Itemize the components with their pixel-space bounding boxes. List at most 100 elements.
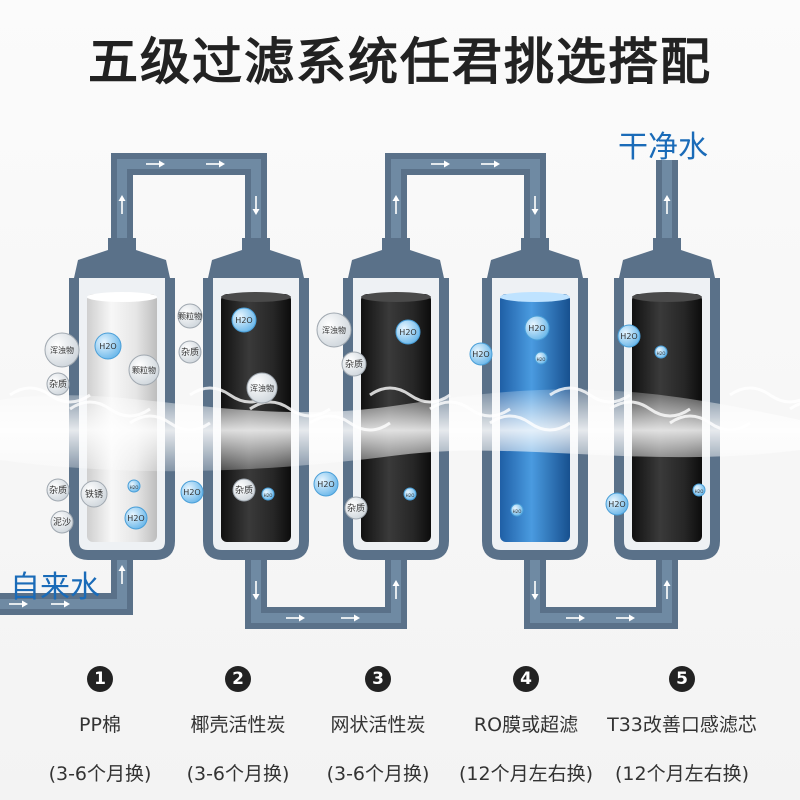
water-splash [69, 400, 151, 418]
flow-arrow-icon [9, 600, 28, 608]
water-splash [789, 402, 800, 411]
bubble-label: 杂质 [181, 346, 199, 358]
flow-arrow-icon [481, 160, 500, 168]
bubble-label: 浑浊物 [322, 325, 346, 335]
impurity-bubble: 杂质 [46, 478, 70, 502]
stage-name: 椰壳活性炭 [190, 714, 286, 736]
flow-arrow-icon [252, 196, 260, 215]
stage-name: RO膜或超滤 [473, 714, 579, 736]
water-splash [669, 414, 751, 432]
core-top-cap [500, 292, 570, 302]
h2o-bubble: H2O [510, 503, 524, 517]
flow-arrow-icon [118, 195, 126, 214]
bubble-label: 颗粒物 [178, 311, 202, 321]
flow-arrow-icon [616, 614, 635, 622]
top-pipe-1-2 [111, 153, 267, 250]
impurity-bubble: 杂质 [178, 340, 202, 364]
water-band [0, 389, 800, 472]
housing-cap [208, 238, 304, 278]
water-stream [0, 386, 800, 472]
inlet-label: 自来水 [10, 570, 100, 605]
flow-arrow-icon [286, 614, 305, 622]
h2o-bubble: H2O [395, 319, 421, 345]
housing-cap [487, 238, 583, 278]
water-splash [729, 386, 800, 404]
h2o-bubble: H2O [654, 345, 668, 359]
impurity-bubble: 杂质 [46, 372, 70, 396]
bubble-label: H2O [99, 342, 116, 351]
h2o-bubble: H2O [403, 487, 417, 501]
bubble-label: 杂质 [235, 484, 253, 496]
stage-number-badge: 2 [225, 666, 251, 692]
water-splash [609, 400, 691, 418]
top-pipe-1-2-inner [117, 159, 261, 250]
flow-arrow-icon [663, 195, 671, 214]
bubble-label: H2O [528, 324, 545, 333]
impurity-bubble: 泥沙 [50, 510, 74, 534]
housing-cap [348, 238, 444, 278]
bubble-label: H2O [537, 357, 546, 362]
stage-interval: (12个月左右换) [614, 763, 749, 785]
stage-name: PP棉 [79, 714, 121, 736]
bubble-label: 铁锈 [85, 488, 103, 500]
bubble-label: H2O [317, 480, 334, 489]
housing-cap [619, 238, 715, 278]
bubble-label: 杂质 [49, 484, 67, 496]
stage-info-5: 5 T33改善口感滤芯 (12个月左右换) [607, 666, 757, 786]
impurity-bubble: 颗粒物 [177, 303, 203, 329]
water-splash [429, 400, 511, 418]
stage-info-4: 4 RO膜或超滤 (12个月左右换) [451, 666, 601, 786]
bubble-label: H2O [399, 328, 416, 337]
bubble-label: H2O [608, 500, 625, 509]
stage-name: 网状活性炭 [330, 714, 426, 736]
page-title: 五级过滤系统任君挑选搭配 [88, 33, 712, 91]
stage-number-badge: 4 [513, 666, 539, 692]
flow-arrow-icon [252, 581, 260, 600]
impurity-bubble: 杂质 [232, 478, 256, 502]
stage-interval: (3-6个月换) [326, 763, 430, 785]
top-pipe-3-4 [385, 153, 546, 250]
bubble-label: H2O [406, 493, 415, 498]
h2o-bubble: H2O [261, 487, 275, 501]
h2o-bubble: H2O [127, 479, 141, 493]
flow-arrow-icon [341, 614, 360, 622]
bubble-label: 杂质 [345, 358, 363, 370]
bubble-label: H2O [127, 514, 144, 523]
h2o-bubble: H2O [313, 471, 339, 497]
h2o-bubble: H2O [692, 483, 706, 497]
core-top-cap [87, 292, 157, 302]
bubble-label: H2O [264, 493, 273, 498]
bubble-label: H2O [130, 485, 139, 490]
water-splash [9, 386, 91, 404]
bubble-label: 浑浊物 [50, 345, 74, 355]
flow-arrow-icon [663, 580, 671, 599]
stage-info-2: 2 椰壳活性炭 (3-6个月换) [163, 666, 313, 786]
bubble-label: H2O [657, 351, 666, 356]
impurity-bubble: 浑浊物 [44, 332, 80, 368]
h2o-bubble: H2O [605, 492, 629, 516]
bubble-label: H2O [513, 509, 522, 514]
h2o-bubble: H2O [231, 307, 257, 333]
stage-interval: (3-6个月换) [186, 763, 290, 785]
stage-info-3: 3 网状活性炭 (3-6个月换) [303, 666, 453, 786]
impurity-bubble: 浑浊物 [316, 312, 352, 348]
impurity-bubble: 铁锈 [80, 480, 108, 508]
water-splash [489, 414, 571, 432]
bubble-label: H2O [183, 488, 200, 497]
h2o-bubble: H2O [524, 315, 550, 341]
stage-interval: (3-6个月换) [48, 763, 152, 785]
core-top-cap [361, 292, 431, 302]
impurity-bubble: 杂质 [341, 351, 367, 377]
bubble-label: 浑浊物 [250, 383, 274, 393]
flow-arrow-icon [392, 195, 400, 214]
top-pipe-3-4-inner [391, 159, 540, 250]
bubble-label: 泥沙 [53, 517, 71, 528]
stage-number-badge: 1 [87, 666, 113, 692]
flow-arrow-icon [51, 600, 70, 608]
flow-arrow-icon [431, 160, 450, 168]
impurity-bubble: 颗粒物 [128, 354, 160, 386]
bubble-label: H2O [472, 350, 489, 359]
h2o-bubble: H2O [469, 342, 493, 366]
